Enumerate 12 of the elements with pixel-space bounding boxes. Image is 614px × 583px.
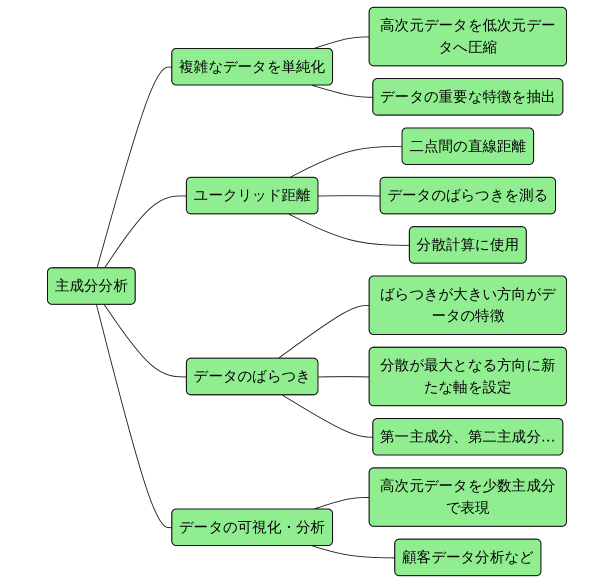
- connector: [282, 394, 374, 438]
- connector: [104, 304, 188, 378]
- connector: [312, 84, 374, 98]
- connector: [104, 195, 188, 269]
- connector: [288, 214, 410, 246]
- connector: [318, 376, 370, 378]
- connector: [96, 304, 173, 528]
- connector: [277, 305, 370, 360]
- connector: [96, 66, 173, 269]
- connector: [318, 195, 382, 196]
- connector: [312, 546, 396, 558]
- connector: [288, 146, 403, 178]
